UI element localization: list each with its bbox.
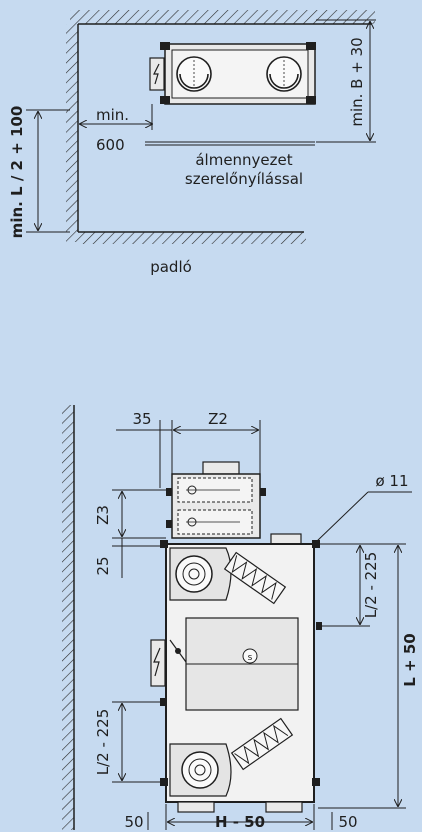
main-unit: s <box>150 533 322 813</box>
top-view: min. 600 álmennyezet szerelőnyílással pa… <box>8 10 376 276</box>
left-l2-label: L/2 - 225 <box>94 709 112 776</box>
ventilation-unit-top <box>149 42 316 105</box>
dim-50-left-label: 50 <box>124 813 143 831</box>
svg-text:s: s <box>248 653 253 663</box>
dim-z2-label: Z2 <box>208 410 228 428</box>
electric-box-front <box>150 639 166 687</box>
left-wall-hatch <box>66 24 78 242</box>
lightning-icon <box>153 63 160 85</box>
dim-h-minus-50-label: H - 50 <box>215 813 265 831</box>
l-plus-50-label: L + 50 <box>401 633 419 686</box>
right-l2-label: L/2 - 225 <box>362 552 380 619</box>
wall-hatch <box>62 405 74 830</box>
min-600-value: 600 <box>96 136 125 154</box>
dim-25-label: 25 <box>94 556 112 575</box>
depth-label: min. B + 30 <box>348 37 366 126</box>
front-view: s 35 Z2 <box>62 405 419 831</box>
filter-top-icon <box>223 551 287 605</box>
dim-50-right-label: 50 <box>338 813 357 831</box>
filter-bottom-icon <box>230 717 294 771</box>
ceiling-hatch <box>70 10 375 24</box>
height-label: min. L / 2 + 100 <box>8 106 26 239</box>
ceiling-label-line2: szerelőnyílással <box>185 170 303 188</box>
fan-top-icon <box>175 555 213 593</box>
min-label: min. <box>96 106 129 124</box>
fan-bottom-icon <box>181 751 219 789</box>
floor-label: padló <box>150 258 192 276</box>
upper-module <box>166 461 266 539</box>
hole-dim-label: ø 11 <box>375 472 408 490</box>
dim-35-label: 35 <box>132 410 151 428</box>
ceiling-label-line1: álmennyezet <box>195 151 292 169</box>
dim-z3-label: Z3 <box>94 505 112 525</box>
lightning-front-icon <box>153 647 161 677</box>
floor-hatch <box>78 232 306 244</box>
